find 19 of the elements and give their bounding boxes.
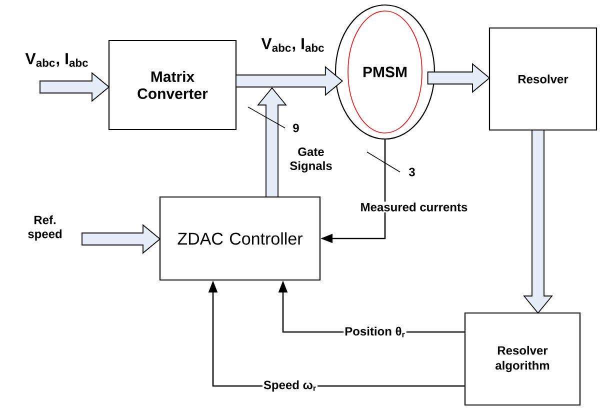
block-arrow xyxy=(40,72,110,102)
edge-label: V$_{abc}$, I$_{abc}$ xyxy=(261,38,324,52)
block-arrow xyxy=(236,66,344,96)
edge-label: Position θ$_{r}$ xyxy=(344,326,406,338)
block-box: ZDAC Controller xyxy=(159,196,321,281)
block-box: Resolver algorithm xyxy=(464,312,581,406)
edge-label: Measured currents xyxy=(359,202,469,212)
edge-label: Gate Signals xyxy=(290,148,332,172)
edge-label: V$_{abc}$, I$_{abc}$ xyxy=(25,53,88,67)
block-arrow xyxy=(257,87,287,198)
bus-width-number: 9 xyxy=(293,124,299,132)
block-arrow xyxy=(523,130,553,314)
bus-width-number: 3 xyxy=(408,168,415,176)
block-arrow xyxy=(427,63,490,93)
edge-label: Ref. speed xyxy=(28,215,62,241)
block-box: Matrix Converter xyxy=(108,40,237,130)
edge-label: Speed ω$_{r}$ xyxy=(262,379,318,393)
block-box: Resolver xyxy=(488,27,598,131)
block-arrow xyxy=(82,224,161,254)
